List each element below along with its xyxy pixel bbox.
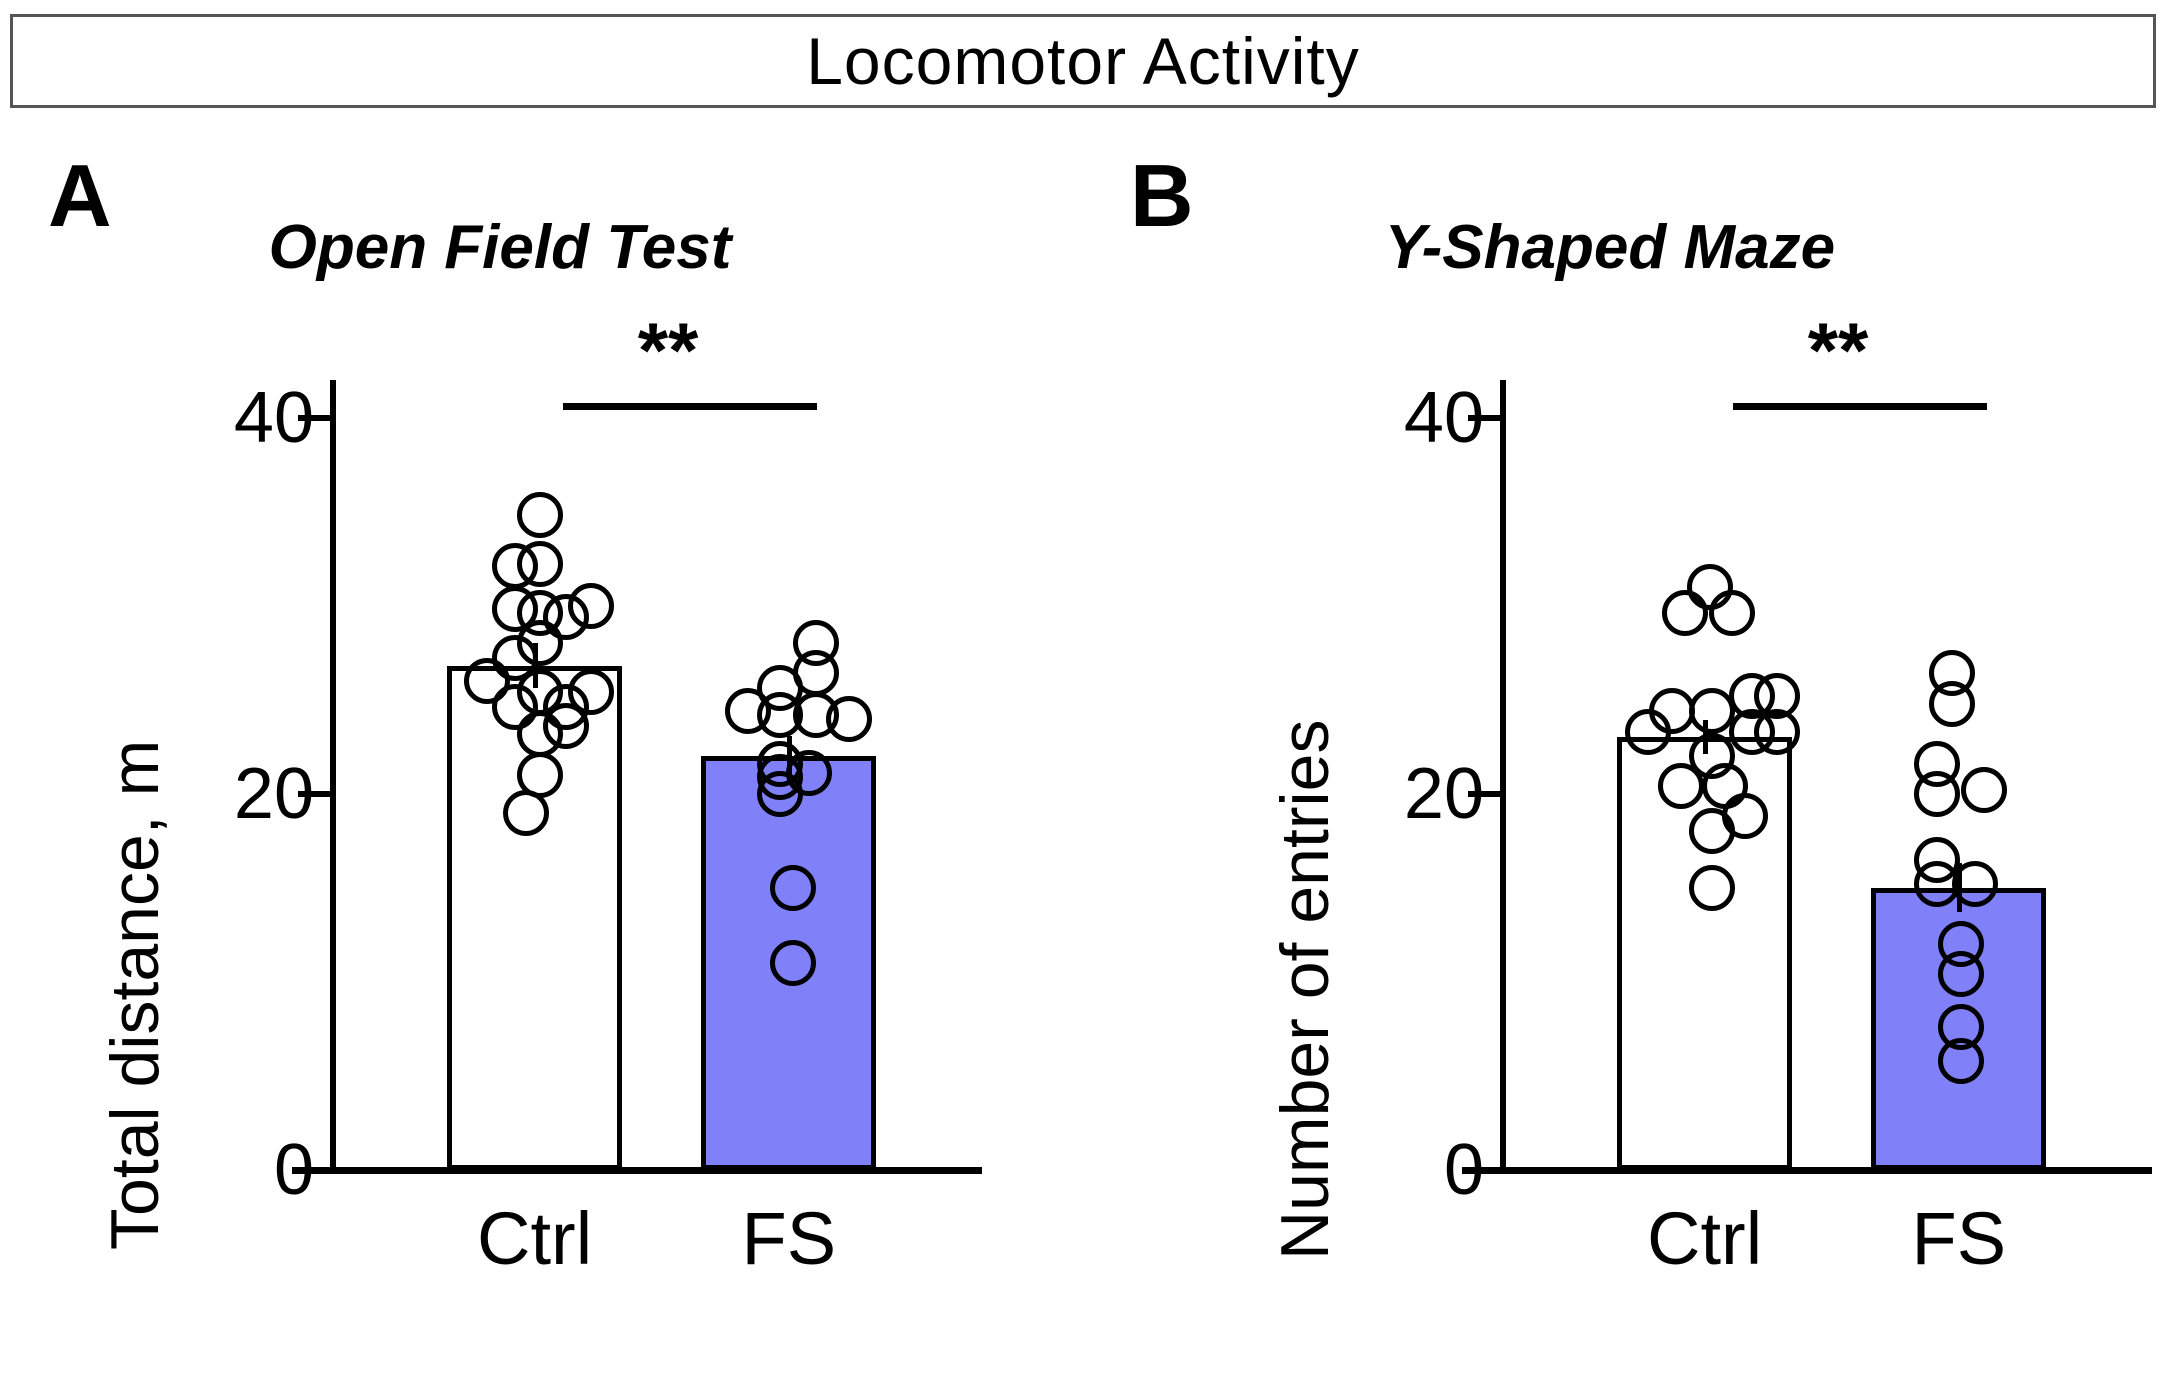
panel-a-letter: A: [48, 146, 112, 245]
data-point: [502, 789, 549, 836]
data-point: [1625, 708, 1672, 755]
data-point: [491, 543, 538, 590]
bar-ctrl: [1617, 737, 1793, 1170]
data-point: [1657, 763, 1704, 810]
data-point: [770, 864, 817, 911]
data-point: [568, 582, 615, 629]
panel-b-x-tick-fs: FS: [1911, 1197, 2007, 1280]
data-point: [1688, 808, 1735, 855]
y-axis-tick: [298, 790, 330, 797]
data-point: [770, 940, 817, 987]
panel-b-x-tick-ctrl: Ctrl: [1647, 1197, 1763, 1280]
data-point: [825, 695, 872, 742]
bar-fs: [701, 756, 877, 1170]
y-axis-tick: [298, 414, 330, 421]
data-point: [756, 770, 803, 817]
y-axis-spine: [1500, 380, 1506, 1170]
data-point: [1937, 951, 1984, 998]
significance-line: [1732, 402, 1987, 410]
x-axis-baseline: [292, 1167, 982, 1174]
y-axis-tick: [1468, 1167, 1500, 1173]
data-point: [1708, 590, 1755, 637]
data-point: [517, 710, 564, 757]
data-point: [517, 492, 564, 539]
significance-stars: **: [637, 305, 699, 394]
panel-a-x-tick-ctrl: Ctrl: [477, 1197, 593, 1280]
y-axis-spine: [330, 380, 336, 1170]
panel-a-y-axis-label: Total distance, m: [97, 739, 173, 1250]
data-point: [1961, 767, 2008, 814]
y-axis-tick: [1468, 790, 1500, 797]
data-point: [491, 684, 538, 731]
bar-ctrl: [447, 665, 623, 1170]
data-point: [1661, 590, 1708, 637]
panel-b-y-axis-label: Number of entries: [1267, 719, 1343, 1260]
panel-a-x-tick-fs: FS: [741, 1197, 837, 1280]
panel-a-subtitle: Open Field Test: [268, 213, 732, 282]
data-point: [1754, 708, 1801, 755]
significance-stars: **: [1807, 305, 1869, 394]
y-axis-tick: [1468, 414, 1500, 421]
panel-b-letter: B: [1130, 146, 1194, 245]
figure-title-banner: Locomotor Activity: [10, 14, 2156, 108]
data-point: [1688, 864, 1735, 911]
significance-line: [562, 402, 817, 410]
figure-title: Locomotor Activity: [806, 24, 1360, 98]
x-axis-baseline: [1462, 1167, 2152, 1174]
data-point: [464, 657, 511, 704]
panel-b-subtitle: Y-Shaped Maze: [1384, 213, 1836, 282]
data-point: [1928, 680, 1975, 727]
data-point: [1913, 770, 1960, 817]
data-point: [1952, 861, 1999, 908]
data-point: [1937, 1037, 1984, 1084]
y-axis-tick: [298, 1167, 330, 1173]
data-point: [1688, 688, 1735, 735]
